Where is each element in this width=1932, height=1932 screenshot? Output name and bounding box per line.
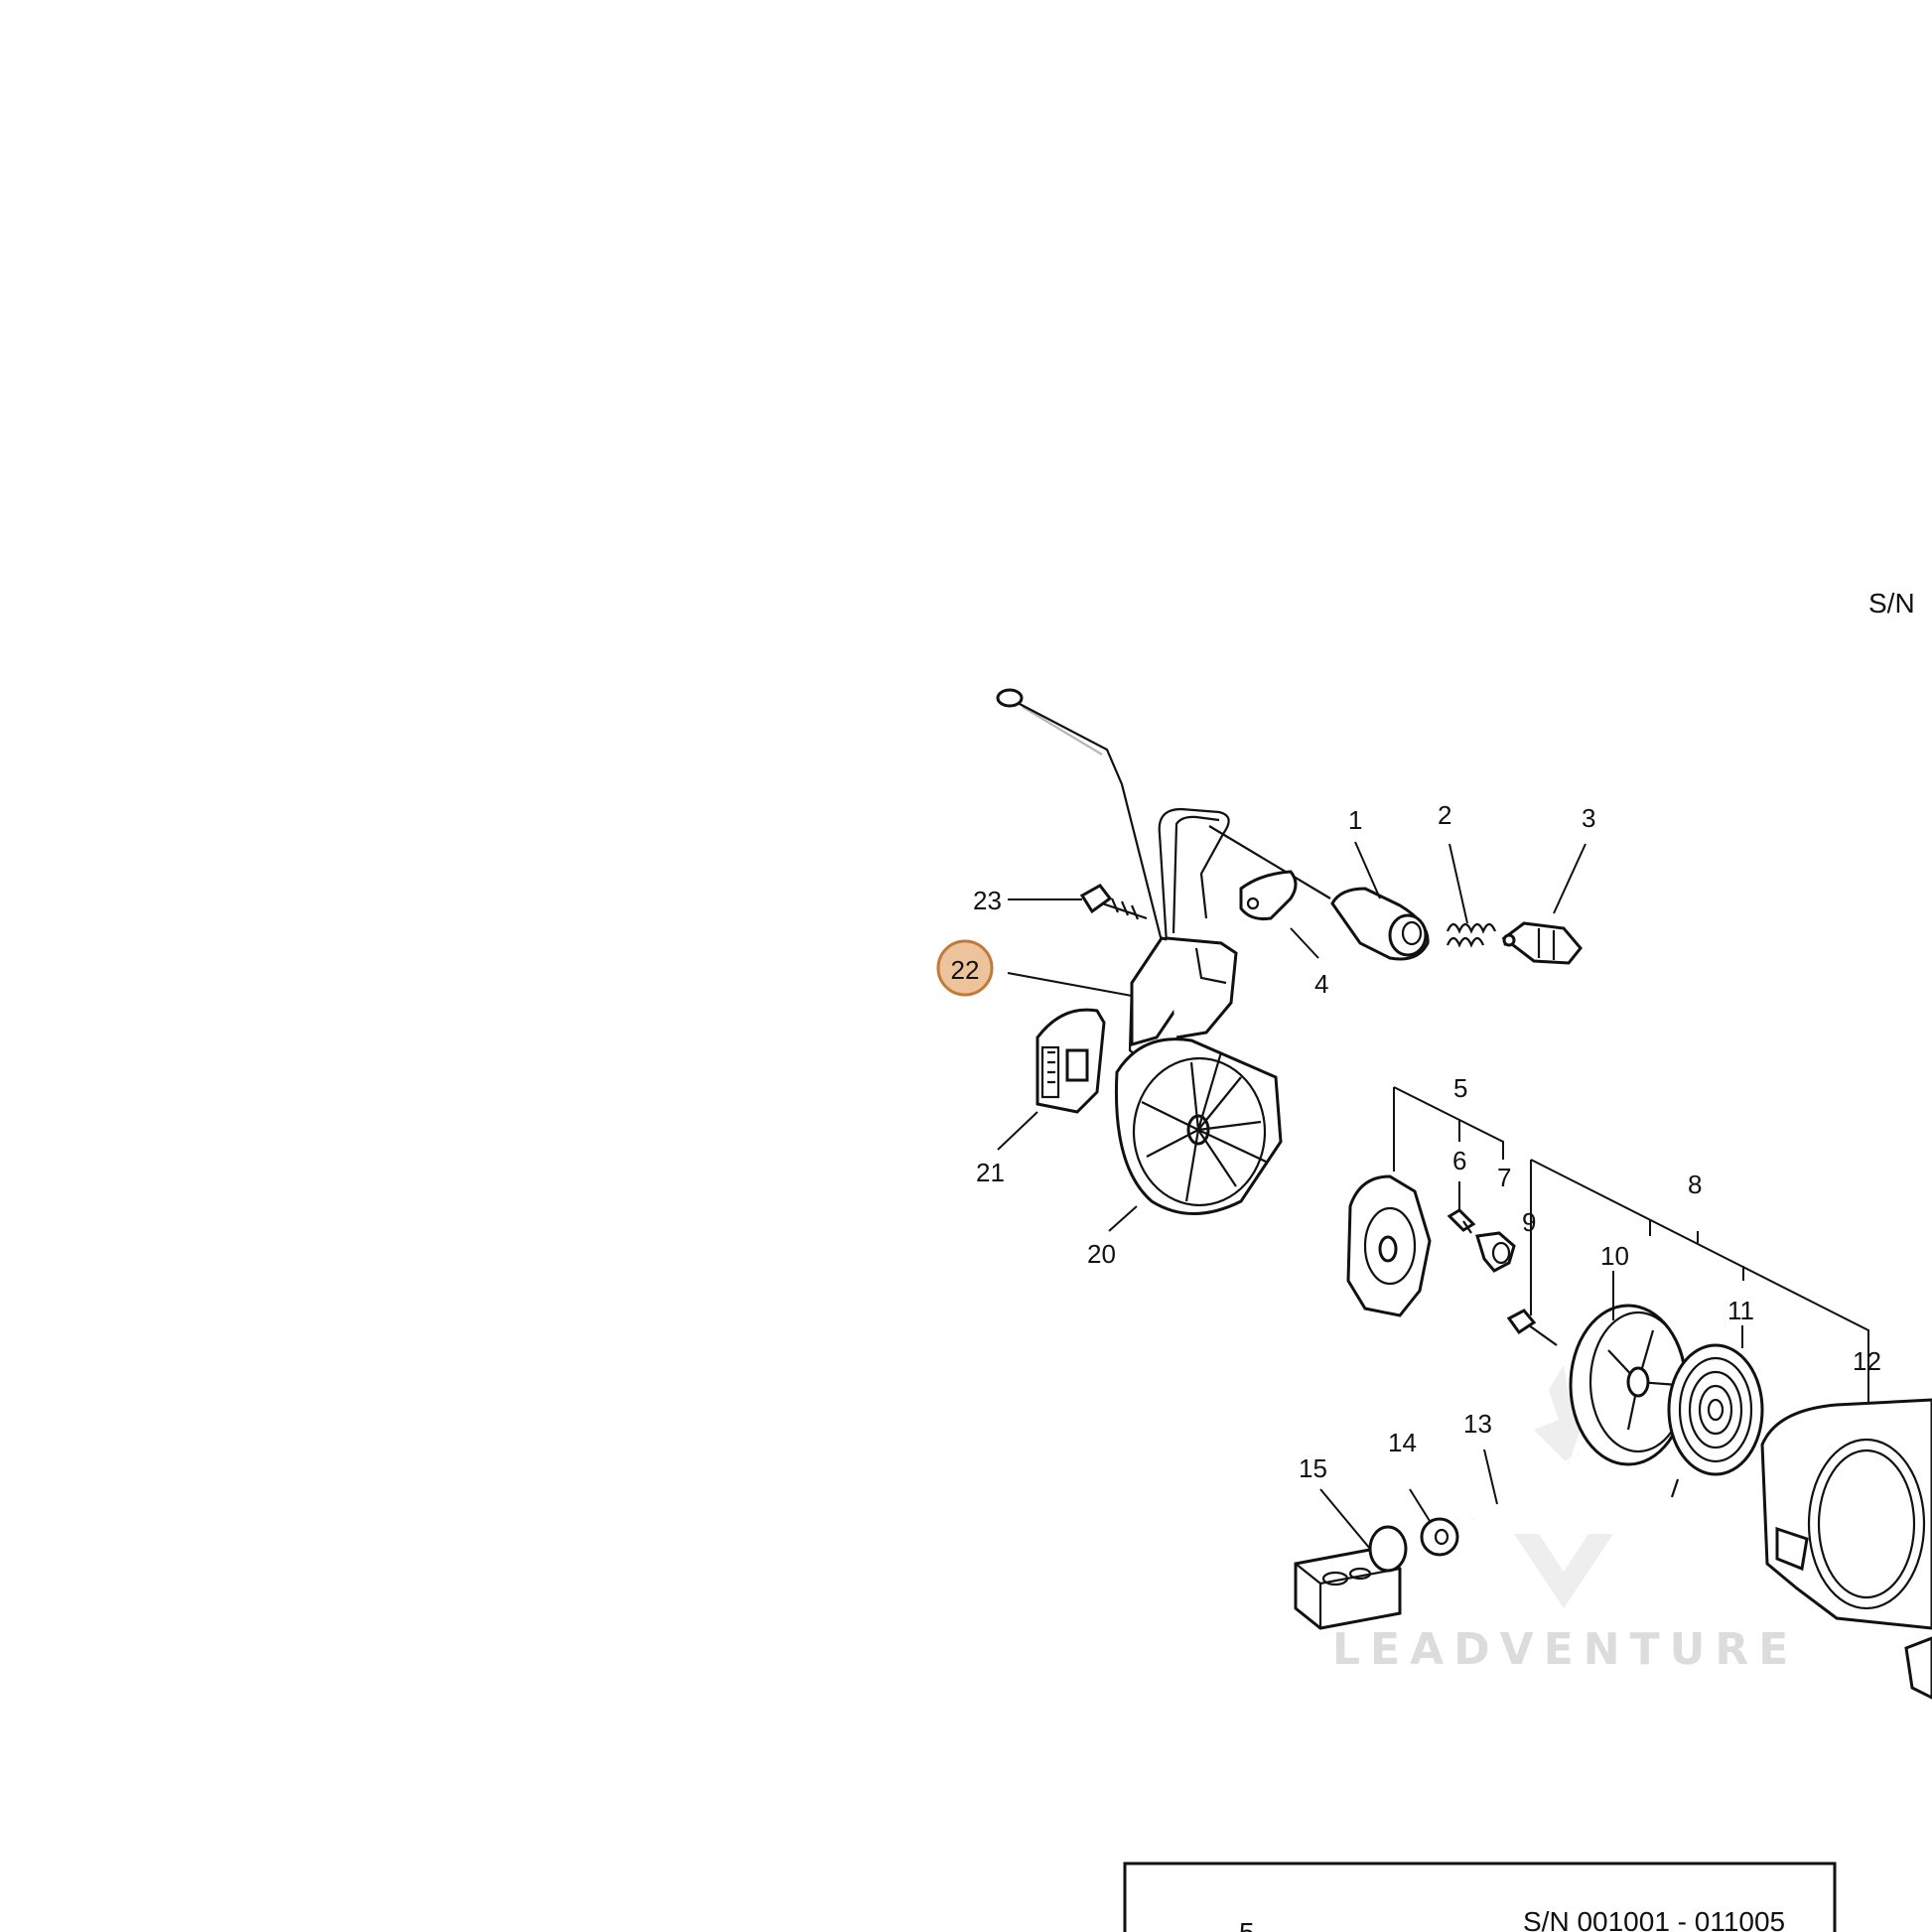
part-flywheel[interactable] xyxy=(1114,1037,1283,1215)
callout-20[interactable]: 20 xyxy=(1087,1239,1116,1269)
part-cap-4[interactable] xyxy=(1239,870,1298,920)
callout-8[interactable]: 8 xyxy=(1688,1170,1702,1199)
part-screw-9[interactable] xyxy=(1506,1309,1558,1346)
callout-21[interactable]: 21 xyxy=(976,1158,1005,1187)
callout-9[interactable]: 9 xyxy=(1522,1207,1536,1237)
part-recoil-spring[interactable] xyxy=(1667,1343,1764,1498)
part-starter-housing[interactable] xyxy=(1760,1398,1932,1700)
watermark-logo xyxy=(1514,1365,1613,1608)
part-pawl-7[interactable] xyxy=(1475,1231,1516,1273)
callout-labels: 1 2 3 4 5 6 7 8 9 10 11 12 13 14 15 20 2… xyxy=(951,800,1881,1483)
callout-2[interactable]: 2 xyxy=(1438,800,1451,830)
part-screw-23[interactable] xyxy=(1079,884,1148,920)
callout-11[interactable]: 11 xyxy=(1727,1296,1754,1325)
part-rope[interactable] xyxy=(1471,1452,1580,1521)
footer-sn-box: S/N 001001 - 011005 5 xyxy=(1123,1862,1837,1932)
watermark-text: LEADVENTURE xyxy=(1332,1624,1798,1675)
callout-12[interactable]: 12 xyxy=(1853,1346,1881,1376)
part-grommet[interactable] xyxy=(1420,1517,1459,1557)
callout-1[interactable]: 1 xyxy=(1348,805,1362,835)
header-sn-label: S/N xyxy=(1868,588,1915,619)
ignition-wire xyxy=(996,688,1331,944)
callout-13[interactable]: 13 xyxy=(1463,1409,1492,1439)
callout-5[interactable]: 5 xyxy=(1453,1073,1467,1103)
footer-sn-range: S/N 001001 - 011005 xyxy=(1523,1906,1785,1932)
part-ignition-coil[interactable] xyxy=(1128,936,1238,1055)
part-plug-boot[interactable] xyxy=(1330,887,1430,961)
part-spring-6[interactable] xyxy=(1447,1208,1476,1234)
callout-23[interactable]: 23 xyxy=(973,886,1002,915)
part-bracket-21[interactable] xyxy=(1035,1008,1106,1114)
part-recoil-reel[interactable] xyxy=(1569,1304,1688,1466)
footer-page-number: 5 xyxy=(1239,1917,1255,1932)
highlight-marker[interactable] xyxy=(936,939,994,997)
callout-4[interactable]: 4 xyxy=(1314,969,1328,999)
callout-7[interactable]: 7 xyxy=(1497,1163,1511,1192)
callout-3[interactable]: 3 xyxy=(1582,803,1595,833)
leader-lines xyxy=(997,841,1869,1550)
callout-22[interactable]: 22 xyxy=(951,955,980,985)
callout-14[interactable]: 14 xyxy=(1388,1428,1417,1457)
callout-10[interactable]: 10 xyxy=(1600,1241,1629,1271)
part-starter-pulley[interactable] xyxy=(1346,1174,1432,1317)
part-spark-plug[interactable] xyxy=(1501,921,1583,965)
callout-6[interactable]: 6 xyxy=(1452,1146,1466,1175)
part-starter-handle[interactable] xyxy=(1294,1525,1408,1630)
part-spring-2[interactable] xyxy=(1446,922,1497,948)
callout-15[interactable]: 15 xyxy=(1299,1453,1327,1483)
